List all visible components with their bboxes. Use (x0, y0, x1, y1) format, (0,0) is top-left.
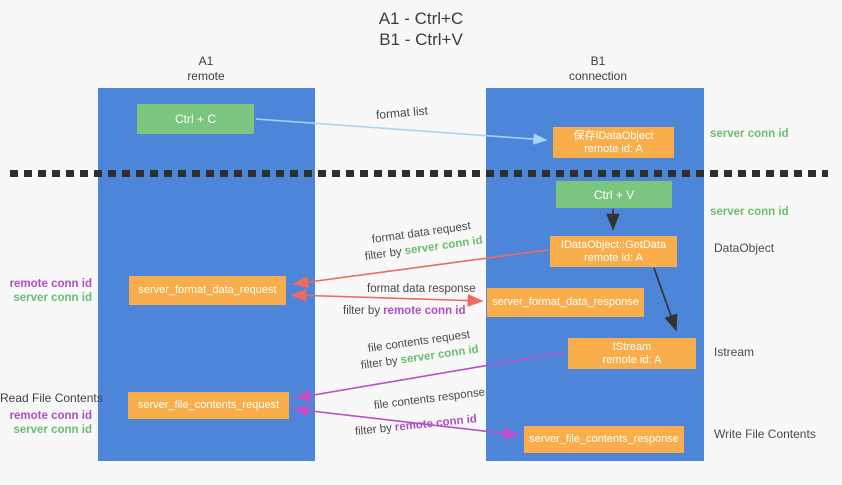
istream-side-label: Istream (714, 345, 755, 359)
ctrl-c-label: Ctrl + C (174, 112, 216, 126)
title-line-1: A1 - Ctrl+C (378, 9, 464, 28)
format-data-response-arrow (290, 289, 484, 307)
format-data-response-label: format data response (367, 283, 476, 295)
remote-conn-id-text: remote conn id (383, 305, 466, 317)
idataobject-getdata-node: IDataObject::GetData remote id: A (550, 236, 677, 267)
istream-node: IStream remote id: A (568, 338, 696, 369)
column-header-b1: B1 connection (528, 54, 668, 84)
read-file-contents-label: Read File Contents (0, 391, 103, 405)
column-a1-name: A1 (198, 54, 214, 68)
filter-by-text: filter by (343, 305, 381, 317)
column-header-a1: A1 remote (136, 54, 276, 84)
server-format-data-response-label: server_format_data_response (492, 296, 639, 308)
left-server-conn-id-label-2: server conn id (13, 424, 92, 436)
istream-line2: remote id: A (602, 353, 662, 366)
write-file-contents-label: Write File Contents (714, 427, 816, 441)
server-file-contents-response-label: server_file_contents_response (529, 433, 679, 445)
ctrl-v-node: Ctrl + V (556, 181, 672, 208)
file-contents-response-arrow (292, 404, 520, 440)
format-data-request-arrow (292, 249, 549, 289)
save-idataobject-line1: 保存IDataObject (573, 129, 654, 142)
server-file-contents-request-label: server_file_contents_request (137, 399, 280, 411)
format-list-arrow (255, 118, 548, 145)
getdata-to-istream-arrow (653, 267, 678, 332)
file-contents-request-arrow (294, 351, 567, 402)
left-remote-conn-id-label-1: remote conn id (9, 278, 92, 290)
server-file-contents-request-node: server_file_contents_request (128, 392, 289, 419)
save-idataobject-node: 保存IDataObject remote id: A (553, 127, 674, 158)
getdata-line1: IDataObject::GetData (560, 238, 667, 251)
title-line-2: B1 - Ctrl+V (379, 30, 463, 49)
dataobject-label: DataObject (714, 241, 775, 255)
left-server-conn-id-label-1: server conn id (13, 292, 92, 304)
right-server-conn-id-label-2: server conn id (710, 206, 789, 218)
ctrl-v-label: Ctrl + V (593, 187, 635, 202)
server-file-contents-response-node: server_file_contents_response (524, 426, 684, 453)
column-b1-subtitle: connection (568, 69, 628, 83)
left-remote-conn-id-label-2: remote conn id (9, 410, 92, 422)
server-format-data-request-label: server_format_data_request (138, 284, 277, 296)
getdata-line2: remote id: A (584, 251, 643, 264)
column-a1-subtitle: remote (187, 69, 225, 83)
ctrl-c-node: Ctrl + C (137, 104, 254, 134)
save-idataobject-line2: remote id: A (584, 142, 643, 155)
diagram-title: A1 - Ctrl+C B1 - Ctrl+V (0, 8, 842, 50)
column-b1-name: B1 (590, 54, 606, 68)
server-format-data-request-node: server_format_data_request (129, 276, 286, 305)
phase-divider-dashed-line (10, 170, 828, 177)
istream-line1: IStream (612, 340, 652, 353)
right-server-conn-id-label-1: server conn id (710, 128, 789, 140)
server-format-data-response-node: server_format_data_response (487, 288, 644, 317)
